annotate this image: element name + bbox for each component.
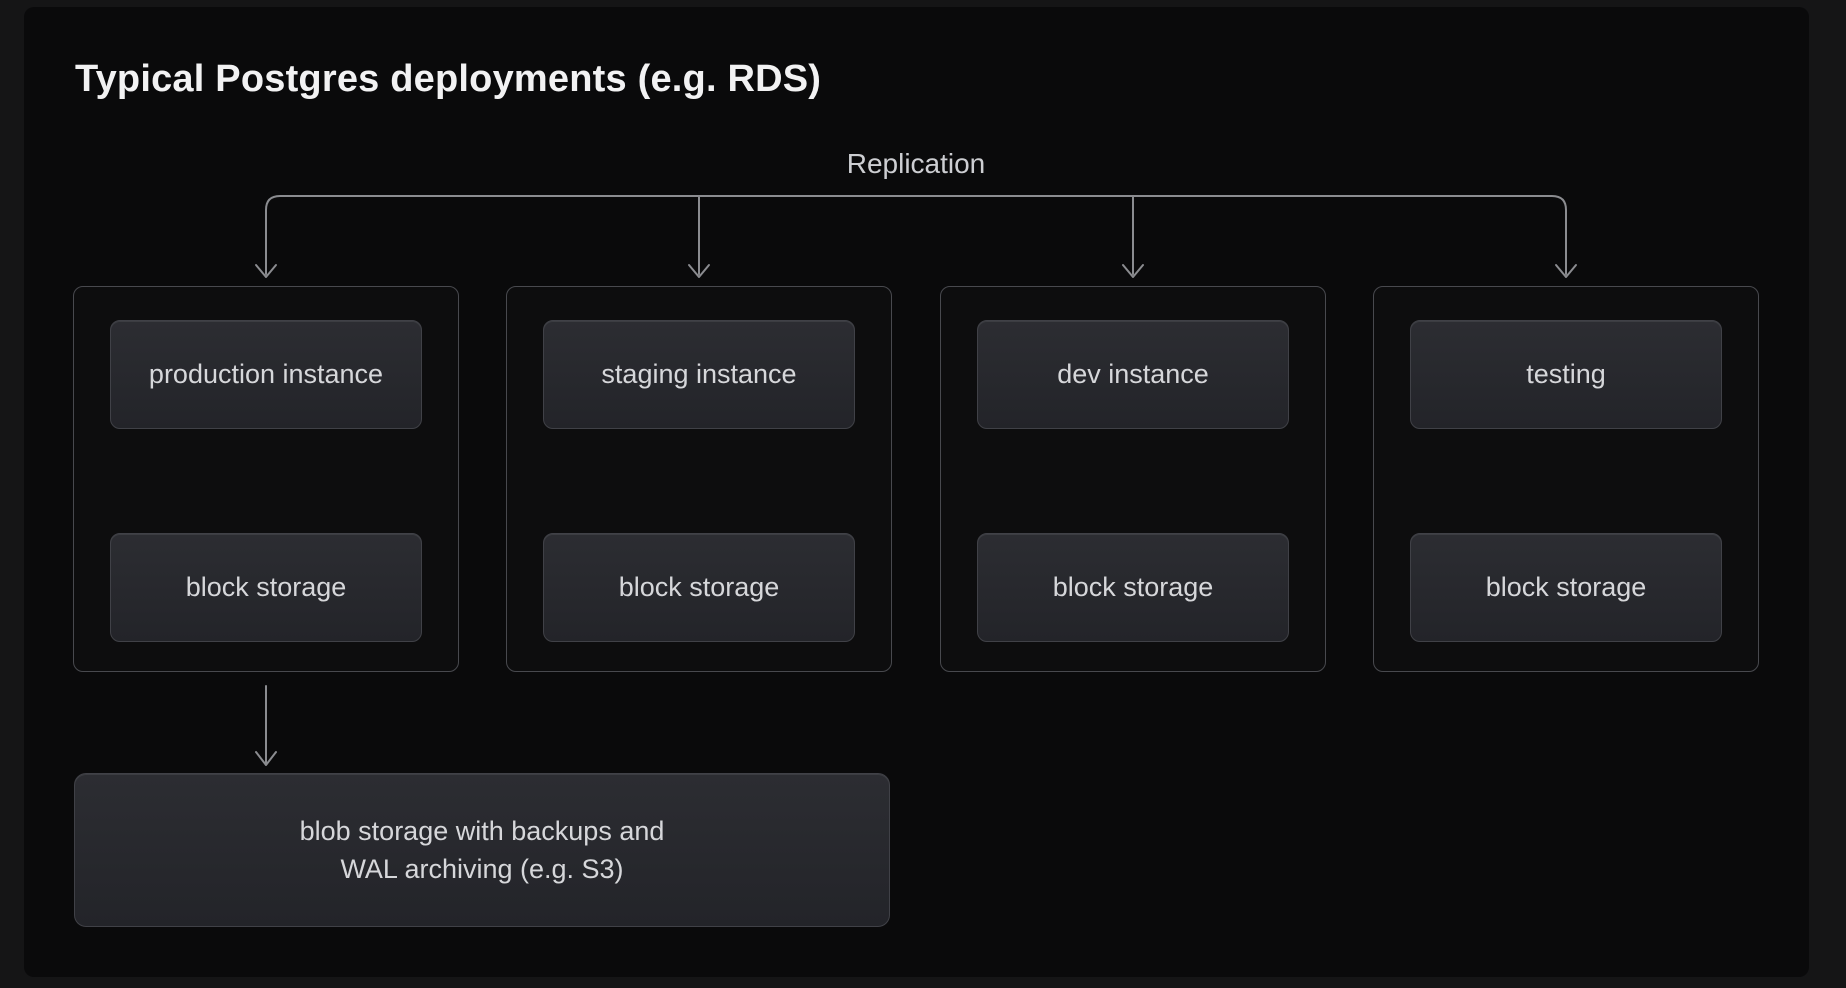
storage-label: block storage bbox=[185, 572, 347, 602]
instance-box: production instance bbox=[110, 320, 422, 429]
instance-box: testing bbox=[1410, 320, 1722, 429]
column-testing: testing block storage bbox=[1373, 286, 1759, 672]
instance-label: testing bbox=[1526, 359, 1606, 389]
storage-label: block storage bbox=[618, 572, 780, 602]
replication-label: Replication bbox=[846, 148, 986, 179]
storage-box: block storage bbox=[110, 533, 422, 642]
page-title: Typical Postgres deployments (e.g. RDS) bbox=[75, 58, 822, 100]
storage-label: block storage bbox=[1052, 572, 1214, 602]
instance-box: staging instance bbox=[543, 320, 855, 429]
instance-label: production instance bbox=[148, 359, 384, 389]
storage-box: block storage bbox=[543, 533, 855, 642]
storage-box: block storage bbox=[1410, 533, 1722, 642]
blob-storage-line1: blob storage with backups and bbox=[299, 816, 665, 846]
column-staging: staging instance block storage bbox=[506, 286, 892, 672]
blob-storage-box: blob storage with backups and WAL archiv… bbox=[74, 773, 890, 927]
storage-box: block storage bbox=[977, 533, 1289, 642]
column-production: production instance block storage bbox=[73, 286, 459, 672]
column-dev: dev instance block storage bbox=[940, 286, 1326, 672]
instance-label: staging instance bbox=[601, 359, 797, 389]
instance-box: dev instance bbox=[977, 320, 1289, 429]
storage-label: block storage bbox=[1485, 572, 1647, 602]
instance-label: dev instance bbox=[1057, 359, 1209, 389]
blob-storage-line2: WAL archiving (e.g. S3) bbox=[340, 854, 624, 884]
